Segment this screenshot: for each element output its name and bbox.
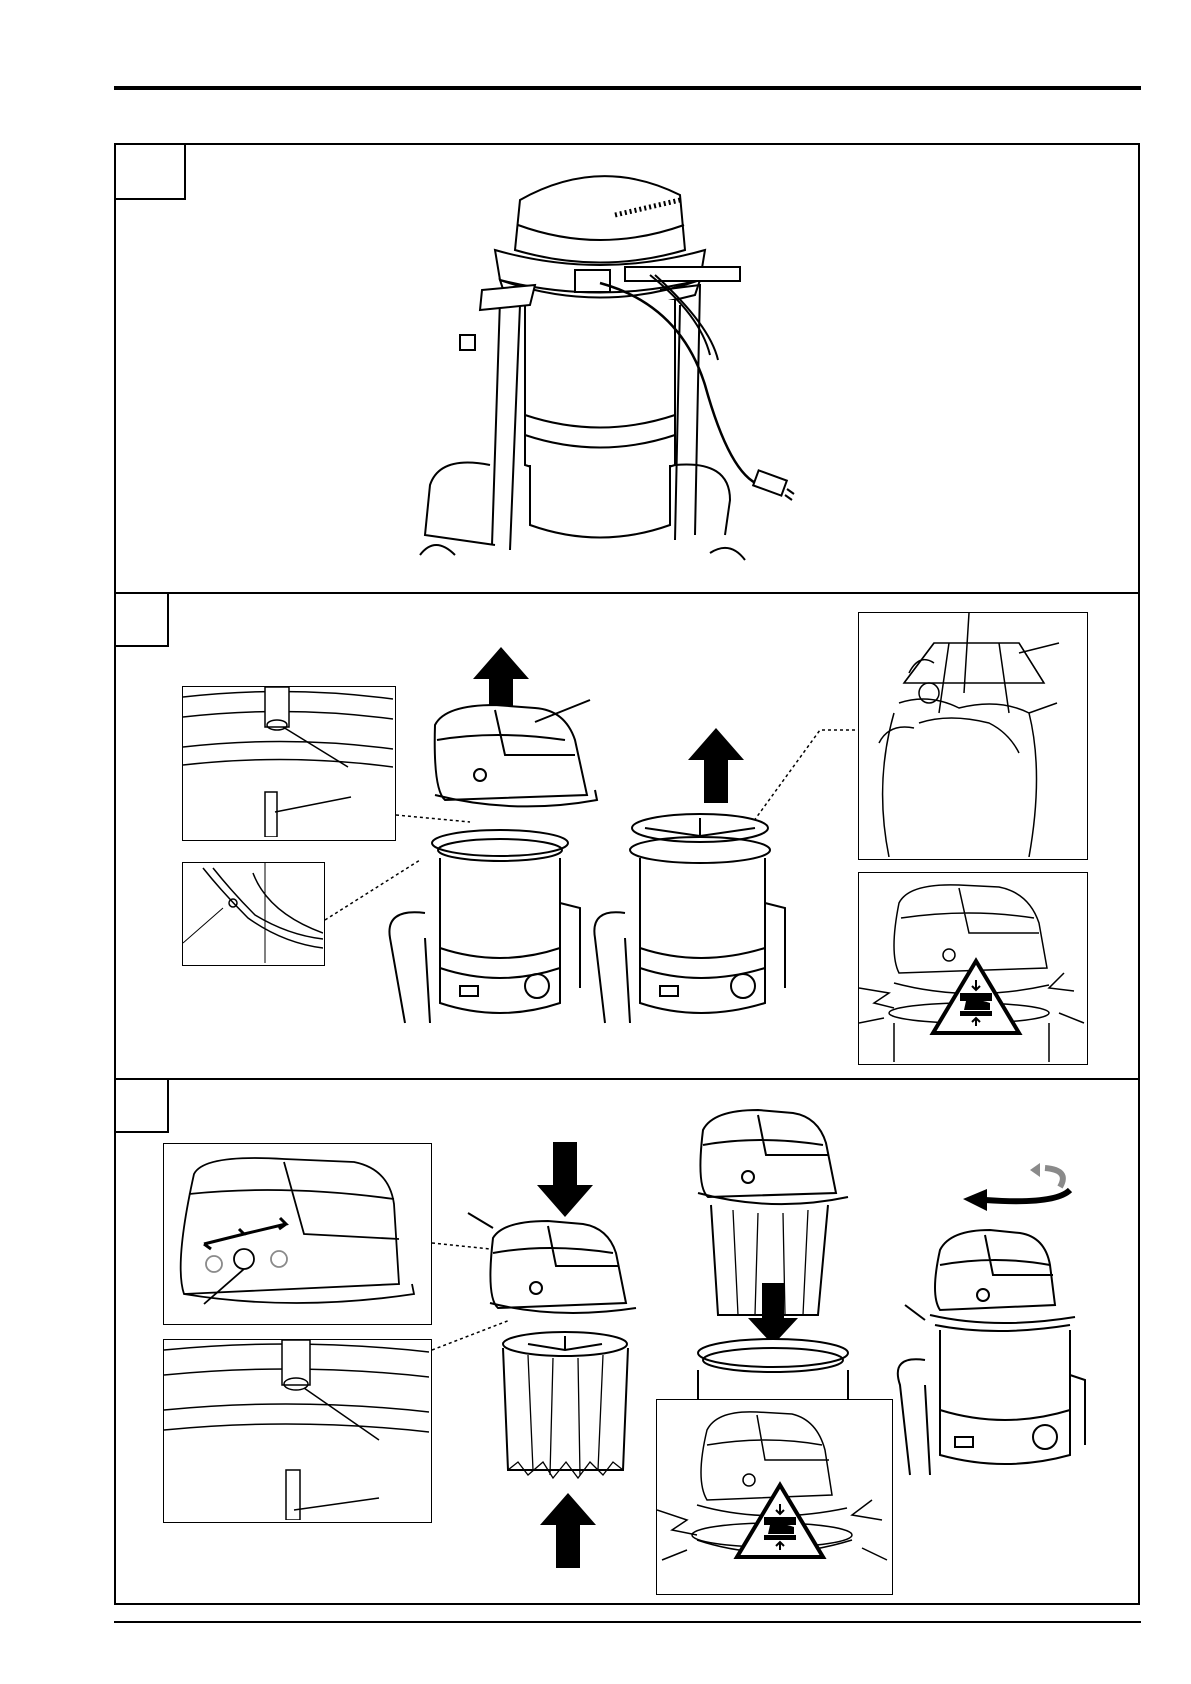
- motor-head-lowering: [478, 1218, 638, 1323]
- hand-crush-warning-icon: [734, 1482, 826, 1560]
- arrow-down-icon: [537, 1142, 593, 1217]
- arrow-up-icon: [540, 1493, 596, 1568]
- rotate-arrow-icon: [945, 1165, 1075, 1215]
- pleated-filter: [498, 1330, 633, 1480]
- assembled-unit: [895, 1225, 1095, 1485]
